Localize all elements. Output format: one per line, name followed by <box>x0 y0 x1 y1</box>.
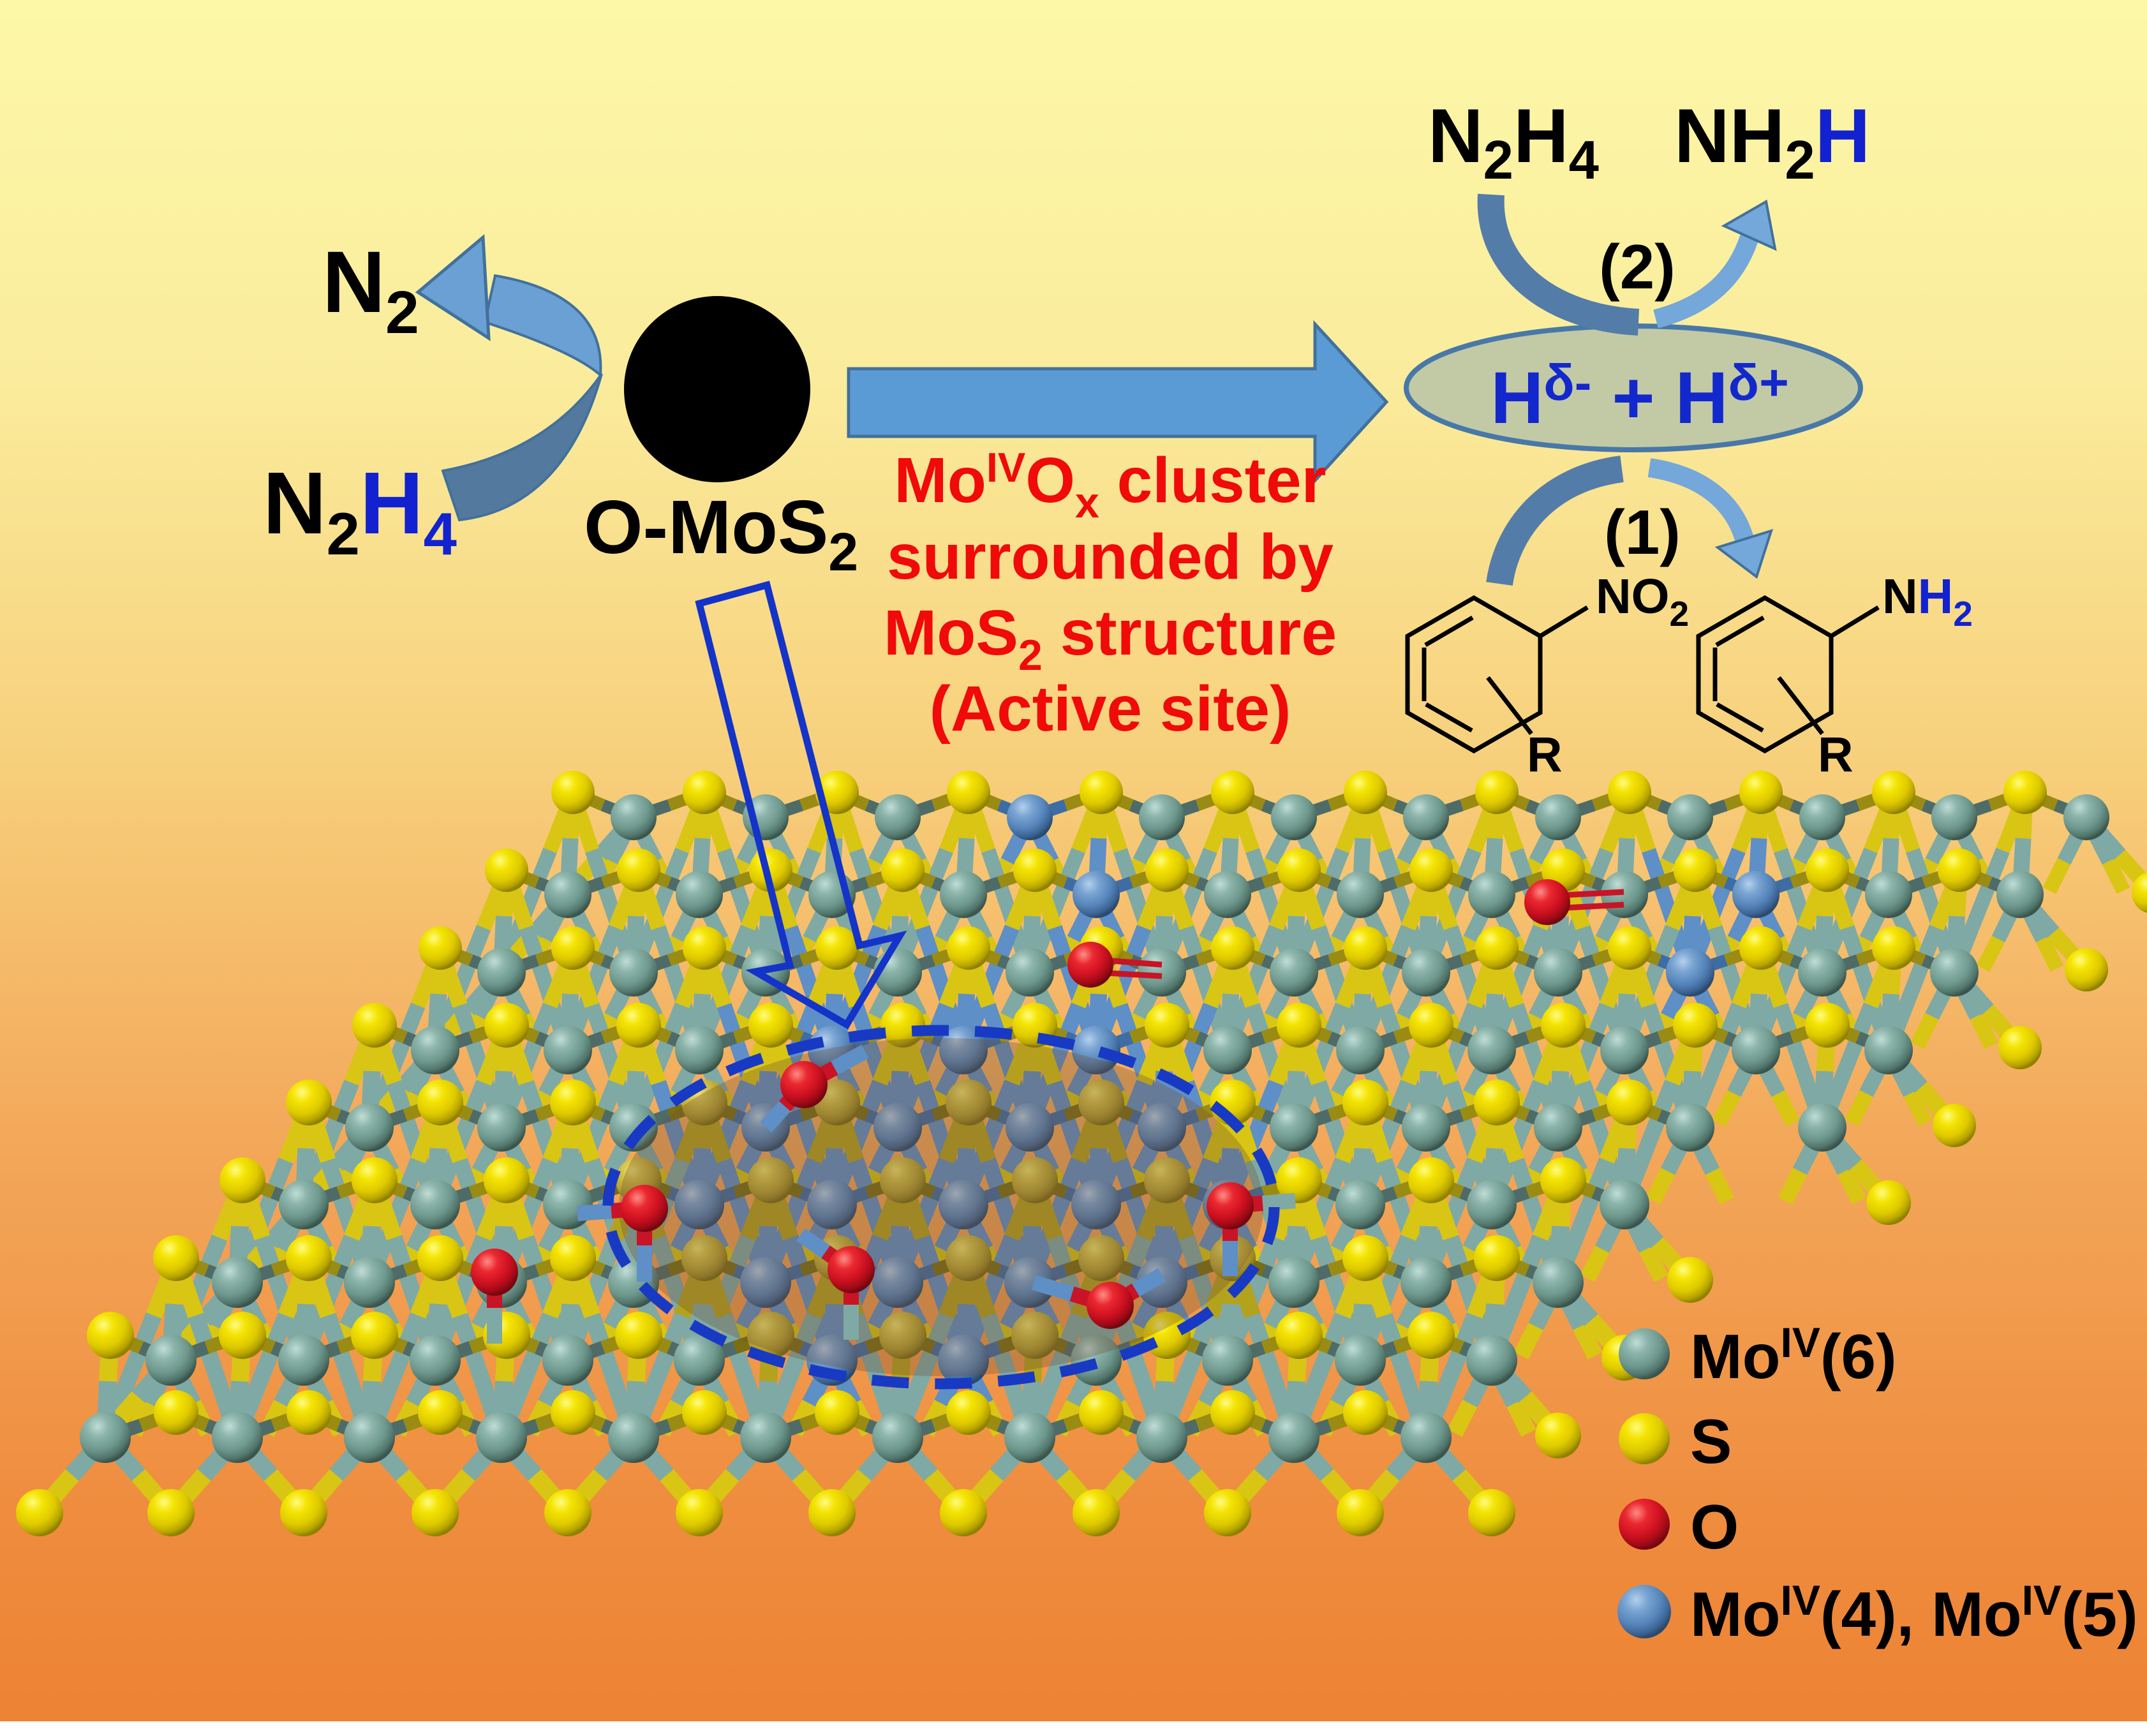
svg-text:(2): (2) <box>1599 232 1675 302</box>
svg-text:(Active site): (Active site) <box>930 673 1291 745</box>
svg-text:MoS2 structure: MoS2 structure <box>884 597 1337 679</box>
svg-text:N2H4: N2H4 <box>263 454 457 567</box>
svg-text:MoIV(4), MoIV(5): MoIV(4), MoIV(5) <box>1690 1576 2138 1649</box>
svg-text:surrounded by: surrounded by <box>887 521 1334 593</box>
svg-text:S: S <box>1690 1406 1732 1476</box>
svg-text:O-MoS2: O-MoS2 <box>584 485 858 582</box>
svg-text:NH2H: NH2H <box>1674 93 1870 191</box>
svg-text:O: O <box>1690 1492 1739 1562</box>
svg-text:MoIVOx cluster: MoIVOx cluster <box>894 444 1326 527</box>
svg-text:R: R <box>1527 727 1563 782</box>
svg-text:R: R <box>1818 727 1854 782</box>
svg-text:(1): (1) <box>1604 497 1681 567</box>
